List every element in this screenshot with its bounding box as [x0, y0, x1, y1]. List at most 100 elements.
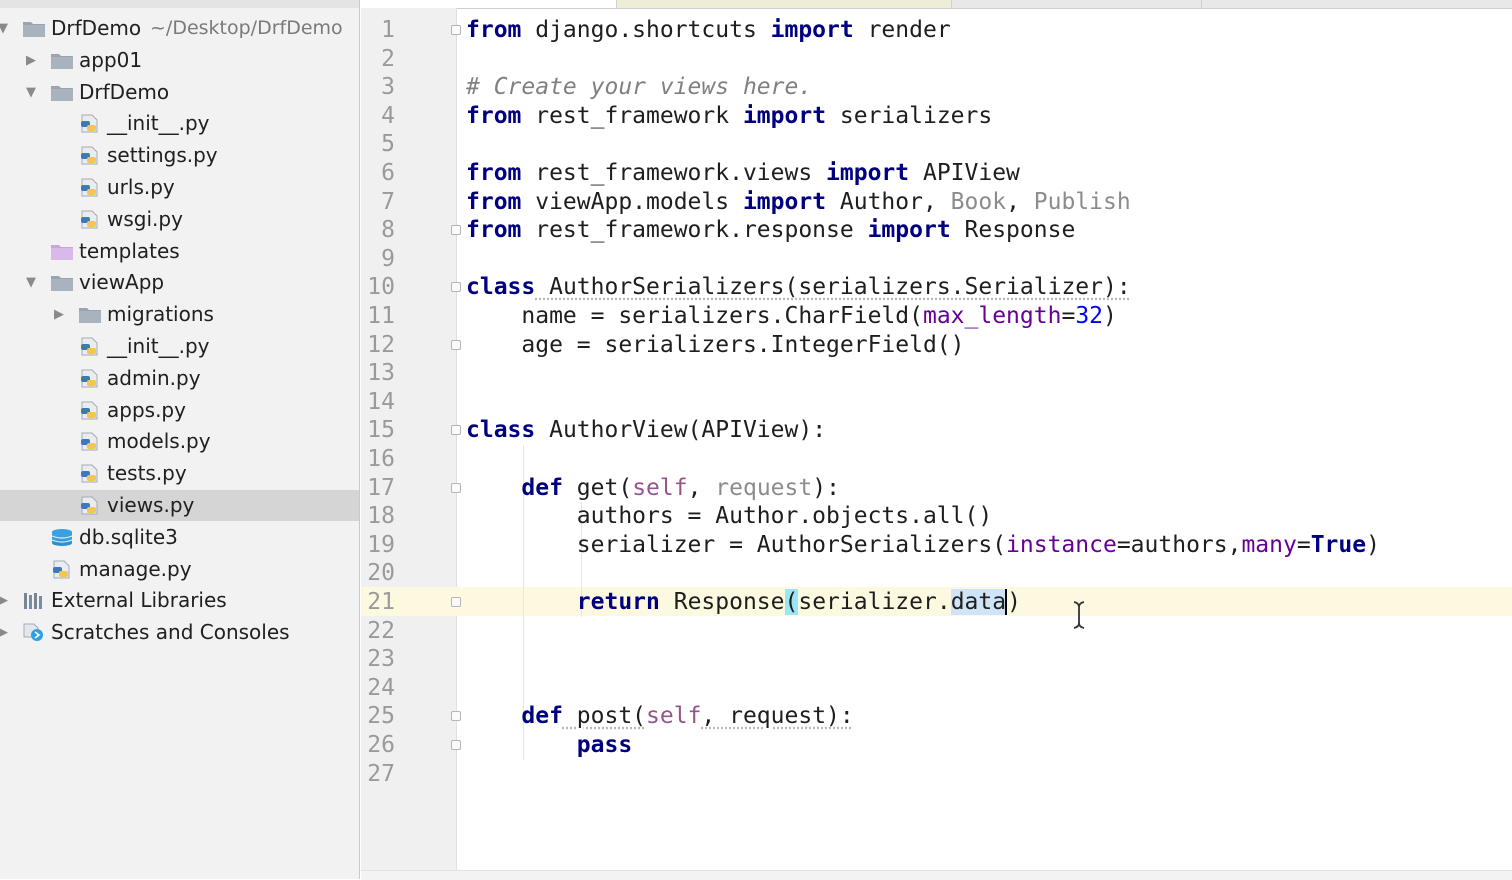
code-line[interactable]: 16: [361, 445, 1512, 474]
line-number: 13: [367, 360, 395, 387]
fold-marker-icon[interactable]: [451, 225, 461, 236]
code-line[interactable]: 12 age = serializers.IntegerField(): [361, 331, 1512, 360]
fold-marker-icon[interactable]: [451, 25, 461, 35]
tree-item[interactable]: tests.py: [0, 458, 359, 489]
code-token: ): [1366, 531, 1380, 558]
fold-marker-icon[interactable]: [451, 740, 461, 750]
tree-item[interactable]: admin.py: [0, 363, 359, 394]
python-file-icon: [78, 337, 102, 356]
templates-folder-icon: [50, 242, 74, 261]
line-number: 26: [367, 732, 395, 758]
line-number: 7: [381, 188, 395, 215]
code-line[interactable]: 9: [361, 245, 1512, 274]
code-line[interactable]: 11 name = serializers.CharField(max_leng…: [361, 302, 1512, 331]
tree-item[interactable]: views.py: [0, 490, 359, 521]
fold-marker-icon[interactable]: [451, 711, 461, 722]
code-token: (: [784, 589, 799, 615]
line-number: 18: [367, 503, 395, 530]
tab-views-py[interactable]: [361, 0, 616, 8]
fold-marker-icon[interactable]: [451, 597, 461, 607]
tab-other-file[interactable]: [616, 0, 952, 8]
code-token: rest_framework.views: [521, 160, 827, 186]
tree-item[interactable]: ▶External Libraries: [0, 585, 359, 616]
code-token: [466, 703, 521, 729]
tree-item[interactable]: ▶migrations: [0, 299, 359, 330]
tree-item[interactable]: ▶ Scratches and Consoles: [0, 617, 359, 648]
python-file-icon: [78, 432, 102, 451]
code-token: serializers: [826, 102, 993, 129]
tree-item-label: __init__.py: [107, 111, 210, 136]
expand-arrow-icon[interactable]: ▼: [26, 84, 36, 100]
tab-other-file[interactable]: [951, 0, 1202, 8]
tree-item[interactable]: ▶app01: [0, 45, 359, 76]
tab-other-file[interactable]: [1201, 0, 1432, 8]
code-token: instance: [1006, 531, 1117, 558]
expand-arrow-icon[interactable]: ▼: [0, 13, 10, 44]
code-token: max_length: [922, 303, 1062, 329]
code-line[interactable]: 18 authors = Author.objects.all(): [361, 502, 1512, 531]
code-line[interactable]: 17 def get(self, request):: [361, 474, 1512, 503]
code-line[interactable]: 26 pass: [361, 731, 1512, 760]
tree-item[interactable]: __init__.py: [0, 331, 359, 362]
code-token: Response: [950, 217, 1076, 244]
code-line[interactable]: 5: [361, 130, 1512, 159]
code-line[interactable]: 25 def post(self, request):: [361, 702, 1512, 731]
fold-marker-icon[interactable]: [451, 282, 461, 293]
tree-item[interactable]: ▼DrfDemo~/Desktop/DrfDemo: [0, 13, 359, 44]
tree-item[interactable]: settings.py: [0, 140, 359, 171]
line-number-gutter[interactable]: [361, 8, 457, 879]
tree-item[interactable]: __init__.py: [0, 108, 359, 139]
line-number: 19: [367, 531, 395, 558]
collapse-arrow-icon[interactable]: ▶: [0, 617, 10, 648]
tree-item[interactable]: ▼viewApp: [0, 267, 359, 298]
line-number: 3: [381, 74, 395, 101]
code-token: =authors,: [1116, 531, 1242, 558]
tree-item[interactable]: models.py: [0, 426, 359, 457]
collapse-arrow-icon[interactable]: ▶: [26, 52, 36, 68]
tree-item[interactable]: ▼DrfDemo: [0, 77, 359, 108]
code-line[interactable]: 22: [361, 617, 1512, 646]
code-line[interactable]: 19 serializer = AuthorSerializers(instan…: [361, 531, 1512, 560]
line-number: 5: [381, 131, 395, 158]
code-line[interactable]: 2: [361, 45, 1512, 74]
fold-marker-icon[interactable]: [451, 425, 461, 436]
code-token: 32: [1075, 303, 1104, 329]
expand-arrow-icon[interactable]: ▼: [26, 275, 36, 291]
code-line[interactable]: 14: [361, 388, 1512, 417]
code-line[interactable]: 3# Create your views here.: [361, 73, 1512, 102]
current-line-highlight: [361, 587, 1512, 616]
collapse-arrow-icon[interactable]: ▶: [54, 307, 64, 323]
tree-item[interactable]: manage.py: [0, 554, 359, 585]
fold-marker-icon[interactable]: [451, 339, 461, 350]
tree-item-label: Scratches and Consoles: [51, 620, 290, 645]
tree-item[interactable]: db.sqlite3: [0, 522, 359, 553]
code-token: ,: [1006, 188, 1034, 215]
tree-item[interactable]: urls.py: [0, 172, 359, 203]
code-line[interactable]: 21 return Response(serializer.data): [361, 588, 1512, 617]
project-path: ~/Desktop/DrfDemo: [150, 17, 343, 39]
code-line[interactable]: 24: [361, 674, 1512, 703]
code-text: class AuthorView(APIView):: [466, 416, 826, 445]
horizontal-scrollbar[interactable]: [361, 870, 1512, 880]
tree-item[interactable]: apps.py: [0, 395, 359, 426]
code-token: ): [1103, 303, 1117, 329]
code-line[interactable]: 23: [361, 645, 1512, 674]
collapse-arrow-icon[interactable]: ▶: [0, 585, 10, 616]
tree-item-label: wsgi.py: [107, 206, 183, 231]
code-token: age = serializers.IntegerField(): [466, 331, 965, 358]
code-line[interactable]: 27: [361, 760, 1512, 789]
code-line[interactable]: 20: [361, 559, 1512, 588]
code-text: from rest_framework.views import APIView: [466, 159, 1020, 188]
code-line[interactable]: 13: [361, 359, 1512, 388]
tree-item[interactable]: templates: [0, 236, 359, 267]
fold-marker-icon[interactable]: [451, 482, 461, 493]
tree-item[interactable]: wsgi.py: [0, 204, 359, 235]
